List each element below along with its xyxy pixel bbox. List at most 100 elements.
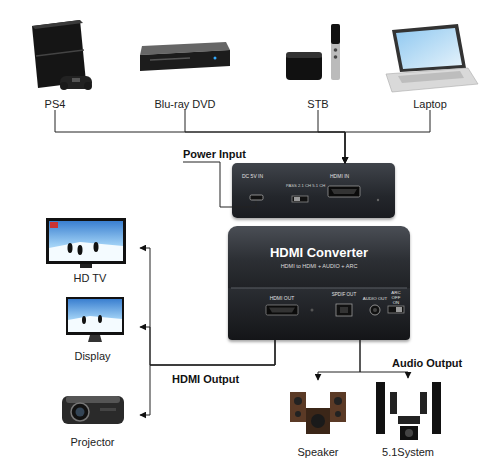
device-node: Speaker <box>283 380 353 458</box>
set-top-box <box>331 24 340 44</box>
front-ports <box>340 307 348 313</box>
back-ports <box>250 186 379 202</box>
front-ports <box>336 304 352 316</box>
speaker-set <box>295 411 301 417</box>
front-ports <box>266 305 298 315</box>
projector <box>76 408 85 417</box>
front-ports <box>373 308 377 312</box>
set-top-box <box>286 52 322 58</box>
converter-back-panel: DC 5V IN PASS 2.1 CH 5.1 CH HDMI IN <box>232 163 395 218</box>
front-ports <box>396 307 402 312</box>
back-ports <box>292 196 308 202</box>
panel-label: HDMI OUT <box>262 296 302 302</box>
connector-line <box>140 340 275 415</box>
bluray-player <box>150 58 190 60</box>
speaker-set <box>311 414 325 428</box>
surround-system <box>390 392 397 414</box>
surround-system <box>376 382 385 434</box>
back-ports <box>377 199 379 201</box>
laptop-computer <box>392 24 466 72</box>
hd-tv <box>68 243 73 253</box>
projector <box>62 396 124 424</box>
speaker-set <box>290 392 306 422</box>
device-node: Blu-ray DVD <box>135 30 235 110</box>
panel-label: DC 5V IN <box>242 174 263 180</box>
laptop-computer <box>398 71 464 83</box>
ps4-console <box>32 20 83 29</box>
display-monitor <box>66 297 124 342</box>
back-ports <box>294 197 300 201</box>
projector <box>62 396 124 424</box>
device-node: 5.1System <box>368 378 448 458</box>
connector-line <box>318 110 345 163</box>
product-title: HDMI Converter <box>234 246 404 260</box>
device-label: PS4 <box>15 98 95 110</box>
surround-system <box>398 416 420 424</box>
panel-label: SPDIF OUT <box>329 292 359 297</box>
connector-line <box>140 248 275 365</box>
section-label: Audio Output <box>392 357 462 369</box>
projector <box>71 403 89 421</box>
hd-tv <box>46 218 126 264</box>
speaker-set <box>290 392 346 434</box>
section-label: HDMI Output <box>172 373 239 385</box>
surround-system <box>432 382 441 434</box>
ps4-console <box>36 50 84 56</box>
device-node: Display <box>45 292 140 362</box>
display-monitor <box>82 316 86 324</box>
hd-tv <box>49 242 123 261</box>
panel-label: AUDIO OUT <box>360 297 390 302</box>
device-label: Speaker <box>283 446 353 458</box>
front-ports <box>388 306 404 313</box>
device-node: HD TV <box>40 212 140 284</box>
back-ports <box>331 189 357 194</box>
device-label: Blu-ray DVD <box>135 98 235 110</box>
device-node: PS4 <box>15 18 95 110</box>
ps4-console <box>60 76 92 89</box>
back-ports <box>328 186 360 197</box>
back-ports <box>250 195 263 200</box>
display-monitor <box>88 335 102 342</box>
front-ports <box>370 305 380 315</box>
power-leader-line <box>183 162 256 207</box>
speaker-set <box>306 408 330 434</box>
front-ports <box>231 288 407 316</box>
bluray-player <box>140 50 230 71</box>
converter-front-box: HDMI ConverterHDMI to HDMI + AUDIO + ARC… <box>228 226 410 340</box>
device-label: Display <box>45 350 140 362</box>
ps4-console <box>60 82 68 90</box>
device-label: HD TV <box>40 272 140 284</box>
speaker-set <box>294 397 302 405</box>
ps4-console <box>84 82 92 90</box>
surround-system <box>405 429 413 437</box>
panel-label: PASS 2.1 CH 5.1 CH <box>286 184 325 189</box>
panel-label: HDMI IN <box>330 174 349 180</box>
section-label: Power Input <box>183 148 246 160</box>
ps4-console <box>72 78 80 82</box>
hd-tv <box>46 218 126 268</box>
display-monitor <box>68 299 122 332</box>
bluray-player <box>140 42 230 71</box>
device-label: 5.1System <box>368 446 448 458</box>
display-monitor <box>66 297 124 335</box>
display-monitor <box>98 315 102 323</box>
surround-system <box>400 426 418 440</box>
device-node: Laptop <box>380 18 480 110</box>
device-node: Projector <box>45 382 140 448</box>
set-top-box <box>334 55 338 59</box>
set-top-box <box>331 24 340 80</box>
front-ports <box>269 308 295 313</box>
connector-line <box>55 110 345 163</box>
device-label: Laptop <box>380 98 480 110</box>
panel-label: HDMI to HDMI + AUDIO + ARC <box>234 263 404 269</box>
set-top-box <box>334 48 338 52</box>
device-node: STB <box>280 18 356 110</box>
bluray-player <box>214 57 217 60</box>
ps4-console <box>32 20 92 90</box>
front-ports <box>231 288 407 289</box>
connector-line <box>318 340 360 380</box>
device-label: STB <box>280 98 356 110</box>
projector <box>66 396 120 403</box>
